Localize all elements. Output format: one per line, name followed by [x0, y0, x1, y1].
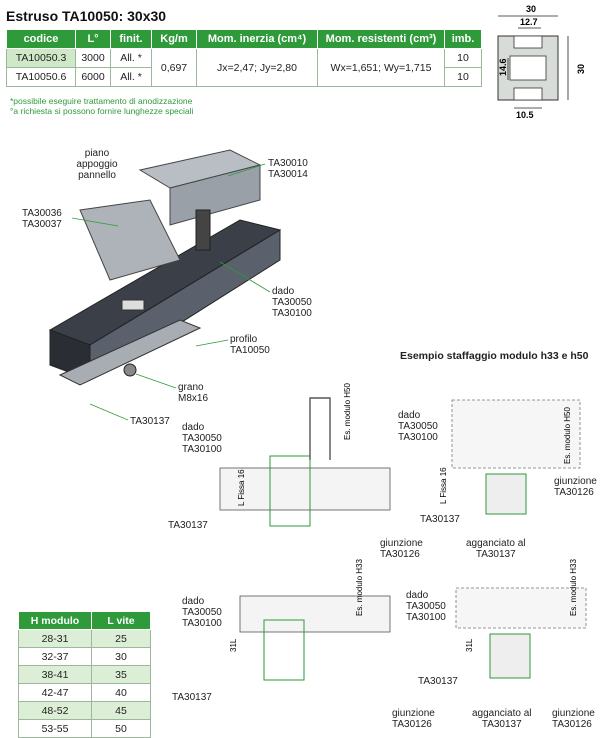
cell-h: 42-47 [18, 683, 92, 702]
notes: *possibile eseguire trattamento di anodi… [10, 96, 193, 116]
col-resistenti: Mom. resistenti (cm³) [317, 29, 445, 49]
cell-h: 53-55 [18, 719, 92, 738]
label-ta30137-a: TA30137 [168, 520, 208, 531]
col-finitura: finit. [110, 29, 152, 49]
label-lfissa-a: L Fissa 16 [237, 469, 246, 506]
cell-h: 38-41 [18, 665, 92, 684]
label-dado-c: dado TA30050 TA30100 [182, 596, 222, 629]
col-codice: codice [6, 29, 76, 49]
dim-mid: 14.6 [498, 58, 508, 76]
spec-table: codice L° finit. Kg/m Mom. inerzia (cm⁴)… [6, 29, 482, 87]
label-l31-b: 31L [465, 638, 474, 652]
cell-finitura: All. * [110, 67, 152, 87]
label-ta30036: TA30036 TA30037 [22, 208, 62, 230]
label-giunzione-d: giunzione TA30126 [552, 708, 595, 730]
label-agganciato-a: agganciato al TA30137 [466, 538, 526, 560]
label-ta30010: TA30010 TA30014 [268, 158, 308, 180]
note-anodizzazione: *possibile eseguire trattamento di anodi… [10, 96, 193, 106]
label-giunzione-b: giunzione TA30126 [554, 476, 597, 498]
label-es33-b: Es. modulo H33 [569, 559, 578, 616]
label-dado: dado TA30050 TA30100 [272, 286, 312, 319]
label-ta30137-b: TA30137 [420, 514, 460, 525]
col-lunghezza: L° [75, 29, 111, 49]
label-ta30137: TA30137 [130, 416, 170, 427]
cell-inerzia: Jx=2,47; Jy=2,80 [196, 48, 318, 87]
assembly-drawing [48, 149, 282, 386]
cell-l: 35 [91, 665, 151, 684]
cell-l: 45 [91, 701, 151, 720]
col-imballo: imb. [444, 29, 482, 49]
dim-top: 12.7 [520, 17, 538, 27]
label-ta30137-d: TA30137 [418, 676, 458, 687]
label-dado-d: dado TA30050 TA30100 [406, 590, 446, 623]
label-es50-a: Es. modulo H50 [343, 383, 352, 440]
cell-finitura: All. * [110, 48, 152, 68]
col-l-vite: L vite [91, 611, 151, 630]
profile-section-drawing: 30 12.7 14.6 30 10.5 [497, 4, 586, 120]
label-l31-a: 31L [229, 638, 238, 652]
page-title: Estruso TA10050: 30x30 [6, 8, 167, 24]
label-dado-a: dado TA30050 TA30100 [182, 422, 222, 455]
note-lunghezze: °a richiesta si possono fornire lunghezz… [10, 106, 194, 116]
cell-lunghezza: 3000 [75, 48, 111, 68]
cell-imballo: 10 [444, 48, 482, 68]
cell-codice: TA10050.6 [6, 67, 76, 87]
dim-width: 30 [526, 4, 536, 14]
label-lfissa-b: L Fissa 16 [439, 467, 448, 504]
cell-h: 28-31 [18, 629, 92, 648]
cell-h: 32-37 [18, 647, 92, 666]
cell-lunghezza: 6000 [75, 67, 111, 87]
label-giunzione-a: giunzione TA30126 [380, 538, 423, 560]
cell-codice: TA10050.3 [6, 48, 76, 68]
cell-imballo: 10 [444, 67, 482, 87]
col-kgm: Kg/m [151, 29, 197, 49]
cell-l: 25 [91, 629, 151, 648]
label-profilo: profilo TA10050 [230, 334, 270, 356]
cell-l: 30 [91, 647, 151, 666]
cell-kgm: 0,697 [151, 48, 197, 87]
col-inerzia: Mom. inerzia (cm⁴) [196, 29, 318, 49]
table-row: TA10050.3 3000 All. * 0,697 Jx=2,47; Jy=… [6, 48, 482, 87]
dim-height: 30 [576, 64, 586, 74]
cell-l: 40 [91, 683, 151, 702]
label-ta30137-c: TA30137 [172, 692, 212, 703]
label-piano: piano appoggio pannello [76, 148, 118, 181]
hv-header-row: H modulo L vite [18, 611, 151, 630]
table-row: TA10050.6 6000 All. * 10 [6, 67, 482, 87]
label-dado-b: dado TA30050 TA30100 [398, 410, 438, 443]
dim-bottom: 10.5 [516, 110, 534, 120]
label-es50-b: Es. modulo H50 [563, 407, 572, 464]
cell-resistenti: Wx=1,651; Wy=1,715 [317, 48, 445, 87]
label-grano: grano M8x16 [178, 382, 209, 404]
label-giunzione-c: giunzione TA30126 [392, 708, 435, 730]
cell-l: 50 [91, 719, 151, 738]
label-es33-a: Es. modulo H33 [355, 559, 364, 616]
detail-drawings: Es. modulo H50 L Fissa 16 Es. modulo H50… [219, 383, 587, 681]
example-title: Esempio staffaggio modulo h33 e h50 [400, 350, 589, 362]
cell-h: 48-52 [18, 701, 92, 720]
col-h-modulo: H modulo [18, 611, 92, 630]
spec-header-row: codice L° finit. Kg/m Mom. inerzia (cm⁴)… [6, 29, 482, 49]
label-agganciato-b: agganciato al TA30137 [472, 708, 532, 730]
